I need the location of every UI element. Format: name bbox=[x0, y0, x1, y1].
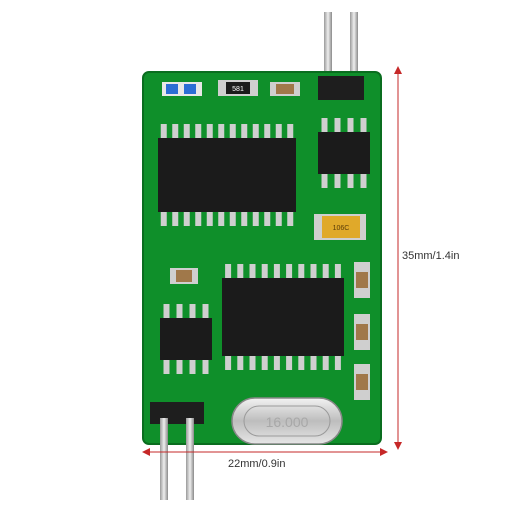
smd-capacitors-right bbox=[354, 262, 370, 400]
bottom-header bbox=[150, 402, 204, 500]
tantalum-capacitor: 106C bbox=[314, 214, 366, 240]
width-dimension-line bbox=[142, 448, 388, 456]
resistor-marking: 581 bbox=[232, 86, 244, 93]
top-header-pins bbox=[324, 12, 358, 80]
ic-chip-small-bottom bbox=[160, 304, 212, 374]
crystal-marking: 16.000 bbox=[266, 414, 309, 430]
height-dimension-line bbox=[394, 66, 402, 450]
top-smd-row: 581 bbox=[162, 80, 300, 96]
tantalum-marking: 106C bbox=[333, 225, 350, 232]
height-label: 35mm/1.4in bbox=[402, 250, 460, 262]
pcb-board bbox=[143, 72, 381, 444]
top-header-housing bbox=[318, 76, 364, 100]
ic-chip-large-bottom bbox=[222, 264, 344, 370]
ic-chip-small-top bbox=[318, 118, 370, 188]
width-label: 22mm/0.9in bbox=[228, 458, 286, 470]
crystal-oscillator: 16.000 bbox=[231, 397, 343, 445]
ic-chip-large-top bbox=[158, 124, 296, 226]
